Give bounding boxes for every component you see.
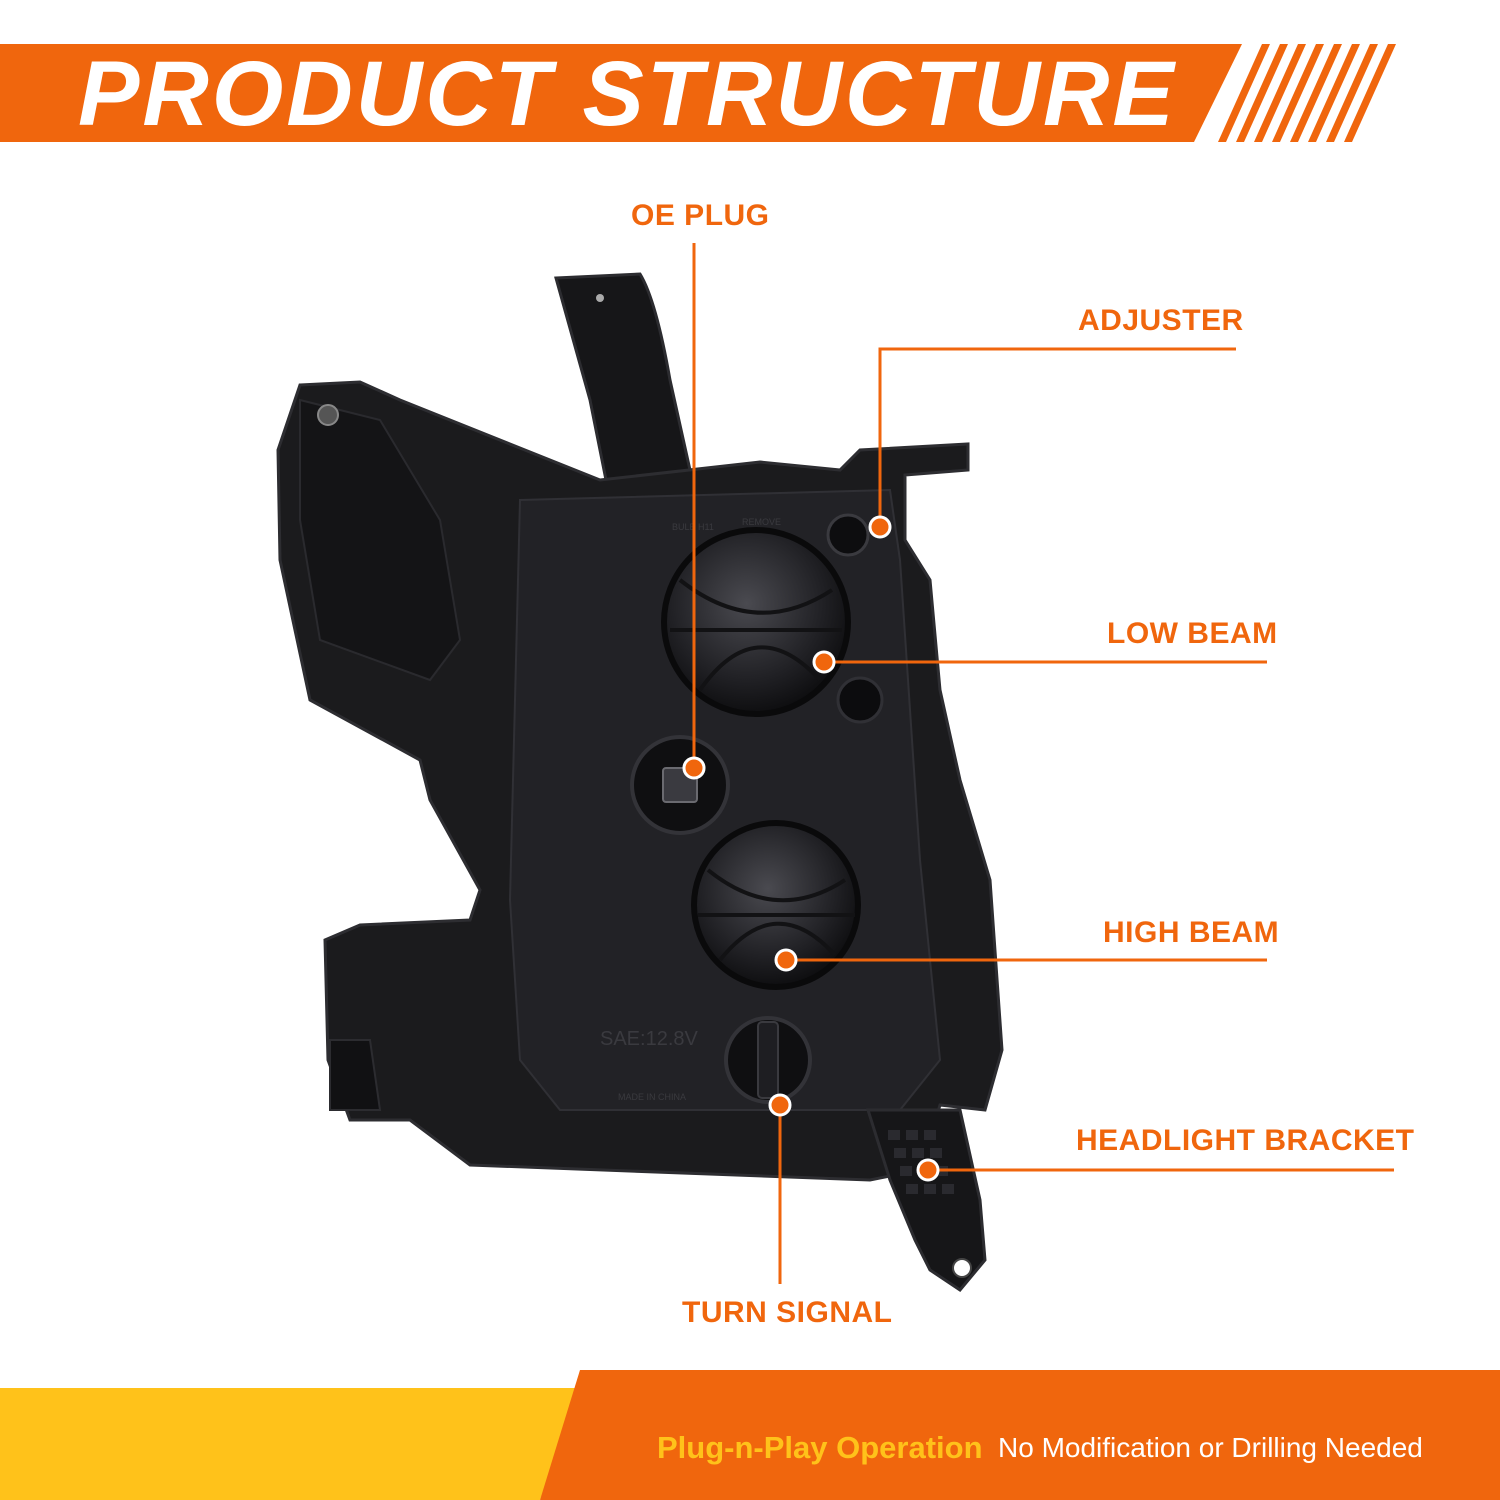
high-beam-cap [691,820,861,990]
page-title: PRODUCT STRUCTURE [78,43,1177,145]
callout-adjuster: ADJUSTER [1078,304,1244,337]
header-banner: PRODUCT STRUCTURE [0,0,1500,160]
footer-banner: Plug-n-Play Operation No Modification or… [0,1370,1500,1500]
header-stripes [1218,44,1396,142]
top-mount-tab [554,272,692,503]
low-beam-cap [661,527,851,717]
footer-note: No Modification or Drilling Needed [998,1432,1423,1463]
remove-marking: REMOVE [742,517,781,527]
adjuster-knob [826,513,870,557]
callout-headlight-bracket: HEADLIGHT BRACKET [1076,1124,1415,1157]
callout-high-beam: HIGH BEAM [1103,916,1280,949]
made-in-marking: MADE IN CHINA [618,1092,686,1102]
sae-marking: SAE:12.8V [600,1028,699,1050]
footer-banner-shape [0,1370,1500,1500]
callout-turn-signal: TURN SIGNAL [682,1296,893,1329]
footer-highlight: Plug-n-Play Operation [657,1430,983,1465]
bulb-marking: BULB H11 [672,522,714,532]
callout-oe-plug: OE PLUG [631,199,770,232]
callout-low-beam: LOW BEAM [1107,617,1278,650]
header-banner-shape [0,44,1396,142]
